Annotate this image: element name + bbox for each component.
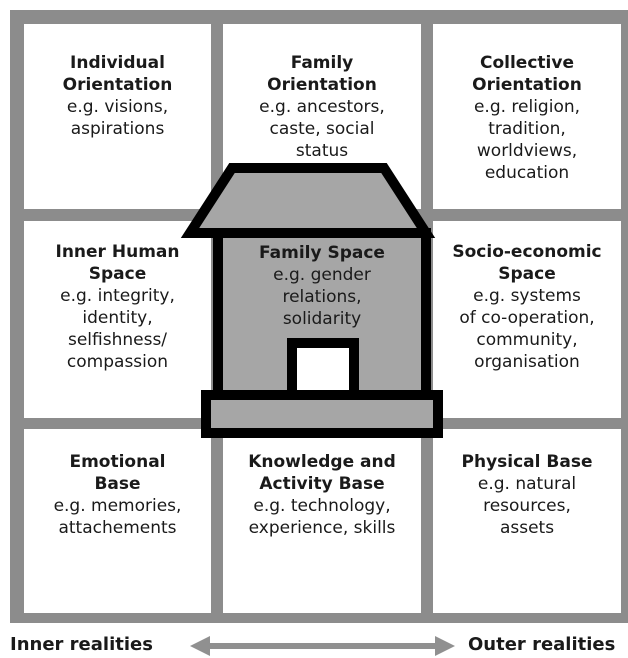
cell-desc-line: aspirations [70,119,165,139]
cell-desc-line: status [295,141,349,161]
cell-desc-line: education [484,163,570,183]
cell-desc-line: resources, [483,496,571,516]
cell-title-line: Orientation [472,75,582,95]
cell-desc-line: e.g. religion, [473,97,581,117]
cell-desc-line: e.g. systems [473,286,581,306]
cell-individual-orientation: Individual Orientation e.g. visions, asp… [24,24,211,209]
cell-physical-base: Physical Base e.g. natural resources, as… [433,429,621,613]
cell-desc-line: of co-operation, [459,308,595,328]
axis-label-outer: Outer realities [468,634,616,655]
cell-title-line: Emotional [69,452,166,472]
cell-emotional-base: Emotional Base e.g. memories, attachemen… [24,429,211,613]
cell-family-space: Family Space e.g. gender relations, soli… [232,242,412,330]
cell-desc-line: relations, [282,287,362,307]
cell-title-line: Space [498,264,556,284]
cell-title-line: Family [290,53,354,73]
cell-desc-line: e.g. visions, [66,97,169,117]
cell-desc-line: e.g. memories, [53,496,182,516]
cell-desc-line: solidarity [282,309,362,329]
cell-knowledge-activity-base: Knowledge and Activity Base e.g. technol… [223,429,421,613]
cell-socio-economic-space: Socio-economic Space e.g. systems of co-… [433,221,621,418]
cell-title-line: Socio-economic [452,242,602,262]
cell-title-line: Orientation [267,75,377,95]
cell-desc-line: e.g. natural [477,474,577,494]
cell-desc-line: e.g. gender [273,265,371,285]
axis-label-inner: Inner realities [10,634,153,655]
cell-desc-line: compassion [66,352,169,372]
cell-title-line: Collective [480,53,574,73]
house-base [201,390,443,438]
cell-desc-line: identity, [82,308,153,328]
cell-desc-line: worldviews, [476,141,578,161]
cell-desc-line: e.g. integrity, [60,286,175,306]
cell-title-line: Family Space [259,243,385,263]
cell-desc-line: assets [499,518,555,538]
cell-desc-line: caste, social [269,119,375,139]
cell-desc-line: experience, skills [248,518,396,538]
cell-inner-human-space: Inner Human Space e.g. integrity, identi… [24,221,211,418]
cell-desc-line: tradition, [488,119,566,139]
cell-title-line: Physical Base [461,452,593,472]
cell-desc-line: e.g. technology, [253,496,391,516]
cell-desc-line: selfishness/ [67,330,168,350]
cell-title-line: Base [94,474,141,494]
cell-desc-line: attachements [58,518,177,538]
cell-title-line: Individual [70,53,165,73]
cell-collective-orientation: Collective Orientation e.g. religion, tr… [433,24,621,209]
cell-desc-line: organisation [474,352,580,372]
cell-title-line: Space [88,264,147,284]
cell-title-line: Orientation [62,75,173,95]
cell-desc-line: community, [476,330,578,350]
cell-title-line: Activity Base [259,474,385,494]
cell-desc-line: e.g. ancestors, [259,97,385,117]
cell-title-line: Knowledge and [248,452,396,472]
cell-title-line: Inner Human [55,242,180,262]
